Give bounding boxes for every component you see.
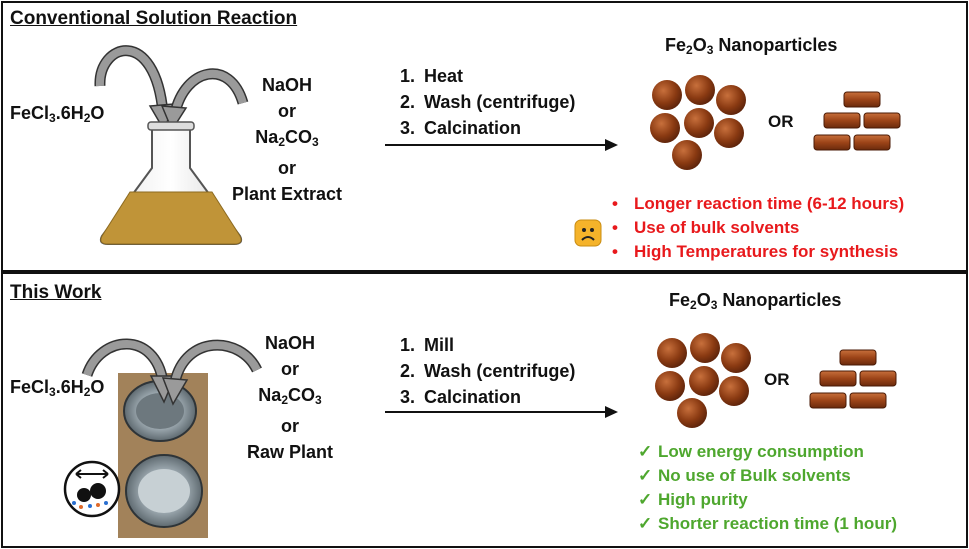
advantage-item: ✓Shorter reaction time (1 hour) — [638, 512, 897, 536]
step-item: 3.Calcination — [400, 118, 522, 138]
advantage-item: ✓High purity — [638, 488, 897, 512]
reaction-arrow-top — [385, 139, 618, 151]
spherical-nanoparticles-top — [650, 75, 746, 170]
precursor-label: FeCl3.6H2O — [10, 103, 105, 125]
step-item: 1.Mill — [400, 335, 454, 355]
step-item: 2.Wash (centrifuge) — [400, 361, 576, 381]
check-icon: ✓ — [638, 466, 653, 485]
process-steps-top: 1.Heat 2.Wash (centrifuge) 3.Calcination — [400, 63, 575, 141]
check-icon: ✓ — [638, 514, 653, 533]
advantage-item: ✓Low energy consumption — [638, 440, 897, 464]
spherical-nanoparticles-bottom — [655, 333, 751, 428]
advantages-list: ✓Low energy consumption ✓No use of Bulk … — [638, 440, 897, 536]
product-title-top: Fe2O3 Nanoparticles — [665, 35, 838, 57]
drawback-item: High Temperatures for synthesis — [612, 240, 904, 264]
conventional-heading: Conventional Solution Reaction — [10, 8, 298, 29]
flask-illustration — [94, 45, 249, 245]
curved-arrows-bottom — [81, 338, 262, 406]
check-icon: ✓ — [638, 442, 653, 461]
drawback-item: Use of bulk solvents — [612, 216, 904, 240]
or-label-top: OR — [768, 112, 794, 131]
brick-nanoparticles-bottom — [809, 349, 897, 409]
step-item: 2.Wash (centrifuge) — [400, 92, 576, 112]
advantage-item: ✓No use of Bulk solvents — [638, 464, 897, 488]
ball-mill-icon — [63, 460, 121, 518]
precursor-label: FeCl3.6H2O — [10, 377, 105, 399]
conventional-panel — [1, 1, 968, 272]
this-work-panel — [1, 272, 968, 548]
process-steps-bottom: 1.Mill 2.Wash (centrifuge) 3.Calcination — [400, 332, 575, 410]
step-item: 1.Heat — [400, 66, 464, 86]
reagent-list-top: NaOH or Na2CO3 or Plant Extract — [231, 75, 343, 204]
drawbacks-list: Longer reaction time (6-12 hours) Use of… — [612, 192, 904, 264]
product-title-bottom: Fe2O3 Nanoparticles — [669, 290, 842, 312]
sad-face-icon — [574, 219, 602, 247]
reagent-list-bottom: NaOH or Na2CO3 or Raw Plant — [246, 333, 334, 462]
check-icon: ✓ — [638, 490, 653, 509]
this-work-heading: This Work — [10, 282, 102, 303]
step-item: 3.Calcination — [400, 387, 522, 407]
milling-jar-photo — [118, 373, 208, 538]
drawback-item: Longer reaction time (6-12 hours) — [612, 192, 904, 216]
reaction-arrow-bottom — [385, 406, 618, 418]
brick-nanoparticles-top — [813, 91, 901, 151]
or-label-bottom: OR — [764, 370, 790, 389]
